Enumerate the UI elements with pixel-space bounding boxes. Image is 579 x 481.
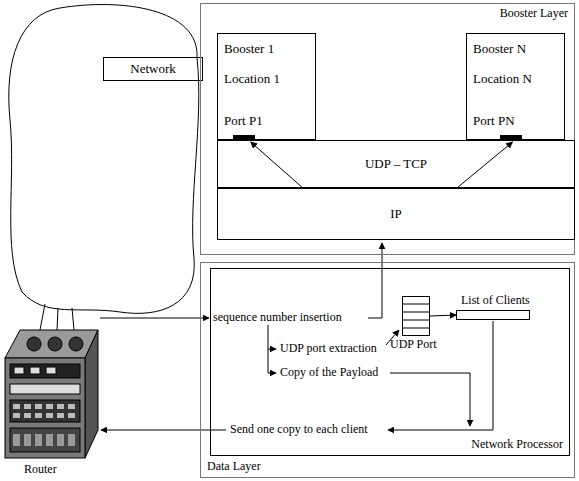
connector-arrow <box>457 142 513 188</box>
router-port <box>46 404 53 409</box>
step-label: Send one copy to each client <box>230 423 368 437</box>
router-ports <box>13 404 75 446</box>
network-links <box>40 304 74 330</box>
protocol-band: IP <box>217 188 575 240</box>
router-slot <box>46 434 53 446</box>
node-text: Booster Layer <box>500 7 568 21</box>
network-cloud <box>9 5 199 314</box>
node-text: List of Clients <box>461 294 530 308</box>
protocol-band: UDP – TCP <box>217 140 575 188</box>
network-box: Network <box>103 57 203 81</box>
layer-panel: Data Layer Network Processor UDP Port List … <box>200 262 575 478</box>
node-text: IP <box>218 207 574 222</box>
router-port <box>24 404 31 409</box>
step-label: sequence number insertion <box>213 311 342 325</box>
router-port <box>57 413 64 418</box>
node-text: Network Processor <box>471 438 563 452</box>
node-text: Data Layer <box>207 460 261 474</box>
node-text: Port P1 <box>224 114 263 129</box>
step-label: Copy of the Payload <box>280 366 378 380</box>
device-label: Router <box>24 463 57 477</box>
node-text: Network <box>104 62 202 77</box>
router-port <box>68 413 75 418</box>
router-port <box>13 404 20 409</box>
queue-symbol <box>402 296 430 336</box>
client-list: List of Clients <box>456 310 530 320</box>
router-slot <box>68 434 75 446</box>
router-port <box>35 404 42 409</box>
router-slot <box>24 434 31 446</box>
connector-arrow <box>251 142 303 188</box>
node-text: Booster N <box>473 42 526 57</box>
node-text: Location 1 <box>224 72 280 87</box>
router-port <box>57 404 64 409</box>
booster-box: Booster N Location N Port PN <box>466 33 565 140</box>
router-icon <box>5 330 98 458</box>
step-label: UDP port extraction <box>280 342 377 356</box>
layer-panel: Booster LayerBooster 1Location 1Port P1B… <box>200 3 575 255</box>
node-text: UDP – TCP <box>218 157 574 172</box>
node-text: Port PN <box>473 114 515 129</box>
node-text: Location N <box>473 72 532 87</box>
router-port <box>35 413 42 418</box>
port-queue: UDP Port <box>402 296 430 336</box>
node-text: UDP Port <box>390 338 437 352</box>
router-port <box>46 413 53 418</box>
router-port <box>68 404 75 409</box>
router-slot <box>13 434 20 446</box>
router-port <box>13 413 20 418</box>
node-text: Booster 1 <box>224 42 274 57</box>
booster-box: Booster 1 Location 1 Port P1 <box>217 33 316 140</box>
connector-arrow <box>430 315 456 316</box>
flow-arrows <box>100 243 493 430</box>
router-slot <box>35 434 42 446</box>
router-port <box>24 413 31 418</box>
router-slot <box>57 434 64 446</box>
